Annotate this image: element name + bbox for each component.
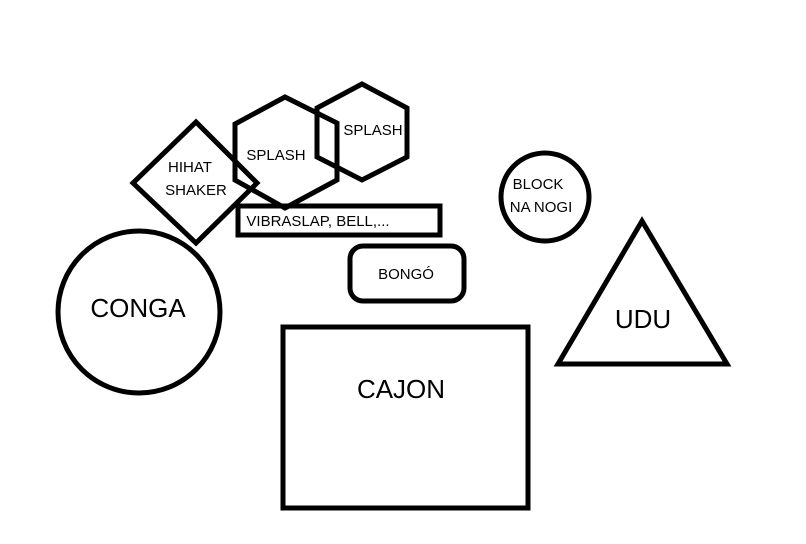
- udu-label: UDU: [615, 304, 671, 334]
- bongo-rounded-rectangle: [347, 243, 467, 304]
- splash-right: SPLASH: [314, 81, 410, 183]
- hihat-shaker-label-line2: SHAKER: [165, 182, 227, 199]
- cajon-label: CAJON: [357, 374, 445, 404]
- splash-right-label: SPLASH: [343, 122, 402, 139]
- udu: UDU: [553, 216, 732, 367]
- cajon: CAJON: [280, 324, 531, 511]
- udu-triangle: [553, 216, 732, 367]
- block-circle: [498, 150, 592, 244]
- hihat-shaker-label-line1: HIHAT: [168, 159, 212, 176]
- block-na-nogi: BLOCK NA NOGI: [498, 150, 592, 244]
- conga: CONGA: [55, 228, 223, 396]
- vibraslap-bell: VIBRASLAP, BELL,...: [235, 203, 443, 238]
- splash-left-label: SPLASH: [246, 147, 305, 164]
- block-label-line1: BLOCK: [513, 176, 564, 193]
- splash-right-hexagon: [314, 81, 410, 183]
- bongo-label: BONGÓ: [378, 266, 434, 283]
- cajon-rectangle: [280, 324, 531, 511]
- vibraslap-label: VIBRASLAP, BELL,...: [246, 213, 389, 230]
- block-label-line2: NA NOGI: [510, 199, 573, 216]
- conga-circle: [55, 228, 223, 396]
- bongo: BONGÓ: [347, 243, 467, 304]
- conga-label: CONGA: [90, 293, 186, 323]
- vibraslap-rectangle: [235, 203, 443, 238]
